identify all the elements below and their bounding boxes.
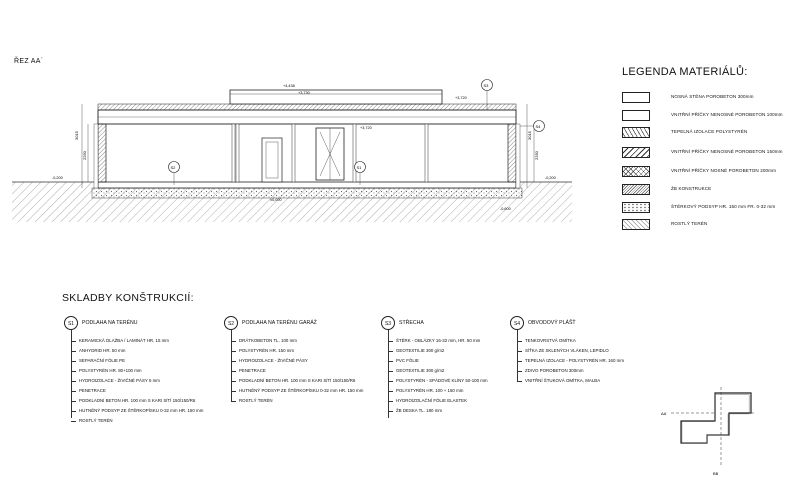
layer: POLYSTYRÉN HR. 150 mm — [239, 348, 295, 353]
legend-label: VNITŘNÍ PŘÍČKY NENOSNÉ POROBETON 100mm — [671, 112, 783, 117]
legend-label: ROSTLÝ TERÉN — [671, 221, 708, 226]
roof-skylight — [229, 89, 443, 105]
layer: PENETRACE — [79, 388, 106, 393]
level-foundation: -0,600 — [500, 207, 511, 211]
composition-badge: S3 — [381, 316, 395, 330]
layer: SEPARAČNÍ FÓLIE PE — [79, 358, 126, 363]
level-b: +3,720 — [455, 96, 467, 100]
swatch-dense — [622, 184, 650, 195]
swatch-dots — [622, 202, 650, 213]
layer: ROSTLÝ TERÉN — [79, 418, 113, 423]
layer: HYDROIZOLACE - ŽIVIČNÉ PÁSY 5 mm — [79, 378, 160, 383]
layer: HUTNĚNÝ PODSYP ZE ŠTĚRKOPÍSKU 0-32 mm HR… — [239, 388, 364, 393]
level-c: +3,720 — [360, 126, 372, 130]
layer: PVC FÓLIE — [396, 358, 419, 363]
level-top: +4,438 — [283, 84, 295, 88]
key-plan: AA´ BB — [661, 387, 755, 476]
level-ground-left: -0,200 — [52, 176, 63, 180]
layer: SÍŤKA ZE SKLENÝCH VLÁKEN, LEPIDLO — [525, 348, 609, 353]
composition-s3: S3 STŘECHA ŠTĚRK - OBLÁZKY 16-32 mm, HR.… — [381, 316, 521, 426]
layer: GEOTEXTILIE 300 g/m2 — [396, 348, 445, 353]
layer: POLYSTYRÉN HR. 80+100 mm — [79, 368, 142, 373]
compositions-title: SKLADBY KONŠTRUKCIÍ: — [62, 292, 194, 304]
dim-left-1: 3015 — [74, 130, 79, 140]
dim-left-2: 2250 — [82, 150, 87, 160]
composition-s4: S4 OBVODOVÝ PLÁŠŤ TENKOVRSTVÁ OMÍTKA SÍŤ… — [510, 316, 650, 386]
swatch-blank — [622, 92, 650, 103]
marker-s3: S3 — [484, 83, 490, 88]
legend-item: ŠTĚRKOVÝ PODSYP HR. 150 mm FR. 0-32 mm — [622, 202, 792, 216]
dim-right-2: 2250 — [534, 150, 539, 160]
legend-label: VNITŘNÍ PŘÍČKY NOSNÉ POROBETON 200mm — [671, 168, 777, 173]
composition-name: PODLAHA NA TERÉNU GARÁŽ — [242, 320, 317, 326]
layer: PENETRACE — [239, 368, 266, 373]
level-floor: ±0,000 — [270, 198, 282, 202]
wall-left — [97, 123, 107, 183]
layer: HYDROIZOLAČNÍ FÓLIE ELASTEK — [396, 398, 467, 403]
keyplan-label-bottom: BB — [713, 471, 719, 476]
swatch-cross — [622, 166, 650, 177]
marker-s1: S1 — [357, 165, 363, 170]
composition-s2: S2 PODLAHA NA TERÉNU GARÁŽ DRÁTKOBETON T… — [224, 316, 384, 406]
legend-item: TEPELNÁ IZOLACE POLYSTYRÉN — [622, 127, 792, 141]
legend-item: VNITŘNÍ PŘÍČKY NENOSNÉ POROBETON 150mm — [622, 147, 792, 161]
layer: HUTNĚNÝ PODSYP ZE ŠTĚRKOPÍSKU 0-32 mm HR… — [79, 408, 204, 413]
layer: POLYSTYRÉN - SPÁDOVÉ KLÍNY 50-100 mm — [396, 378, 488, 383]
legend-item: ŽB KONSTRUKCE — [622, 184, 792, 198]
legend-label: NOSNÁ STĚNA POROBETON 300mm — [671, 94, 754, 99]
composition-badge: S4 — [510, 316, 524, 330]
swatch-zigzag — [622, 127, 650, 138]
legend-label: ŠTĚRKOVÝ PODSYP HR. 150 mm FR. 0-32 mm — [671, 204, 776, 209]
composition-name: STŘECHA — [399, 320, 424, 326]
wall-right — [507, 123, 517, 183]
layer: DRÁTKOBETON TL. 100 mm — [239, 338, 297, 343]
layer: KERAMICKÁ DLAŽBA / LAMINÁT HR. 15 mm — [79, 338, 169, 343]
layer: ŠTĚRK - OBLÁZKY 16-32 mm, HR. 50 mm — [396, 338, 481, 343]
layer: ROSTLÝ TERÉN — [239, 398, 273, 403]
layer: GEOTEXTILIE 300 g/m2 — [396, 368, 445, 373]
roof-insulation — [97, 103, 517, 111]
layer: TENKOVRSTVÁ OMÍTKA — [525, 338, 576, 343]
layer: ŽB DESKA TL. 180 mm — [396, 408, 443, 413]
door — [261, 137, 283, 183]
floor-slab — [97, 181, 517, 189]
layer: VNITŘNÍ ŠTUKOVÁ OMÍTKA, MALBA — [525, 378, 601, 383]
foundation-gravel — [91, 187, 523, 199]
section-drawing: 3015 2250 3015 2250 +4,438 +3,730 +3,720… — [12, 79, 572, 222]
composition-name: PODLAHA NA TERÉNU — [82, 320, 138, 326]
swatch-blank — [622, 110, 650, 121]
level-ground-right: -0,200 — [545, 176, 556, 180]
keyplan-label-top: AA´ — [661, 411, 668, 416]
layer: PODKLADNÍ BETON HR. 100 mm S KARI SÍTÍ 1… — [239, 378, 356, 383]
dim-right-1: 3015 — [527, 130, 532, 140]
composition-badge: S2 — [224, 316, 238, 330]
layer: ANHYDRID HR. 50 mm — [79, 348, 126, 353]
legend-item: NOSNÁ STĚNA POROBETON 300mm — [622, 92, 792, 106]
composition-name: OBVODOVÝ PLÁŠŤ — [528, 320, 576, 326]
layer: ZDIVO POROBETON 300mm — [525, 368, 584, 373]
layer: HYDROIZOLACE - ŽIVIČNÉ PÁSY — [239, 358, 308, 363]
legend-label: TEPELNÁ IZOLACE POLYSTYRÉN — [671, 129, 748, 134]
level-a: +3,730 — [298, 91, 310, 95]
marker-s2: S2 — [171, 165, 177, 170]
section-title: ŘEZ AA´ — [14, 58, 44, 65]
swatch-hatch — [622, 147, 650, 158]
layer: PODKLADNÍ BETON HR. 100 mm S KARI SÍTÍ 1… — [79, 398, 196, 403]
marker-s4: S4 — [536, 124, 542, 129]
layer: POLYSTYRÉN HR. 100 + 150 mm — [396, 388, 464, 393]
composition-badge: S1 — [64, 316, 78, 330]
legend-item: ROSTLÝ TERÉN — [622, 219, 792, 233]
swatch-soil — [622, 219, 650, 230]
legend-item: VNITŘNÍ PŘÍČKY NOSNÉ POROBETON 200mm — [622, 166, 792, 180]
layer: TEPELNÁ IZOLACE - POLYSTYRÉN HR. 160 mm — [525, 358, 624, 363]
legend-label: ŽB KONSTRUKCE — [671, 186, 712, 191]
legend-item: VNITŘNÍ PŘÍČKY NENOSNÉ POROBETON 100mm — [622, 110, 792, 124]
legend-label: VNITŘNÍ PŘÍČKY NENOSNÉ POROBETON 150mm — [671, 149, 783, 154]
composition-s1: S1 PODLAHA NA TERÉNU KERAMICKÁ DLAŽBA / … — [64, 316, 234, 426]
legend-title: LEGENDA MATERIÁLŮ: — [622, 66, 748, 78]
